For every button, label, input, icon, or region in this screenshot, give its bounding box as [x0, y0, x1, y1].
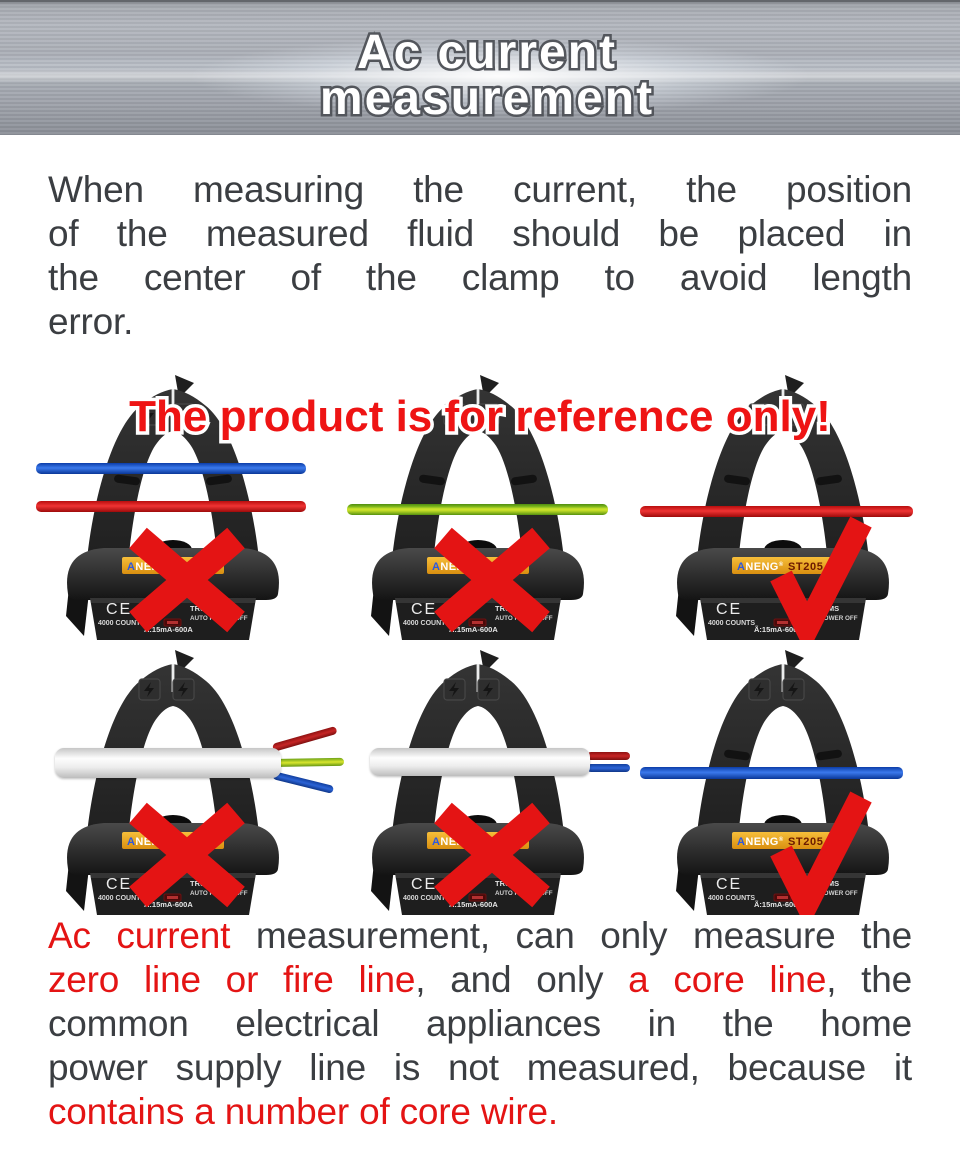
green-yellow-wire	[347, 504, 608, 515]
paragraph-line: of the measured fluid should be placed i…	[48, 213, 912, 254]
true-rms-label: TRUE RMS	[495, 879, 534, 888]
ce-mark: CE	[716, 876, 742, 893]
current-range-label: Ã:15mA-600A	[754, 625, 803, 634]
brand-label: ANENG®	[127, 836, 174, 848]
model-label: ST205	[178, 561, 213, 573]
page-title-line2: measurement	[320, 72, 654, 125]
ce-mark: CE	[106, 601, 132, 618]
brand-label: ANENG®	[737, 836, 784, 848]
banner-title-graphic: Ac current measurement	[317, 24, 654, 128]
model-label: ST205	[788, 836, 823, 848]
panel-single-red-line-correct: ANENG® ST205 CE 4000 COUNTS TRUE RMS AUT…	[640, 370, 940, 640]
counts-label: 4000 COUNTS	[403, 895, 450, 902]
intro-paragraph: When measuring the current, the position…	[48, 168, 912, 344]
white-cable	[370, 748, 590, 776]
paragraph-line: When measuring the current, the position	[48, 169, 912, 210]
counts-label: 4000 COUNTS	[708, 895, 755, 902]
paragraph-line: the center of the clamp to avoid length	[48, 257, 912, 298]
panel-ground-line-wrong: ANENG® ST205 CE 4000 COUNTS TRUE RMS AUT…	[335, 370, 635, 640]
auto-power-off-label: AUTO POWER OFF	[190, 890, 248, 897]
red-wire	[36, 501, 306, 512]
clamp-meter: ANENG® ST205 CE 4000 COUNTS TRUE RMS AUT…	[675, 649, 890, 915]
panel-twocore-cable-wrong: ANENG® ST205 CE 4000 COUNTS TRUE RMS AUT…	[335, 645, 635, 915]
core-blue-wire	[587, 764, 630, 772]
panel-multicore-cable-wrong: ANENG® ST205 CE 4000 COUNTS TRUE RMS AUT…	[30, 645, 345, 915]
current-range-label: Ã:15mA-600A	[449, 625, 498, 634]
auto-power-off-label: AUTO POWER OFF	[800, 615, 858, 622]
brand-label: ANENG®	[737, 561, 784, 573]
counts-label: 4000 COUNTS	[708, 620, 755, 627]
page-title-line1: Ac current	[357, 26, 617, 79]
ce-mark: CE	[716, 601, 742, 618]
ce-mark: CE	[106, 876, 132, 893]
model-label: ST205	[788, 561, 823, 573]
conclusion-paragraph: Ac current measurement, can only measure…	[48, 914, 912, 1134]
brand-label: ANENG®	[432, 561, 479, 573]
auto-power-off-label: AUTO POWER OFF	[190, 615, 248, 622]
ce-mark: CE	[411, 601, 437, 618]
current-range-label: Ã:15mA-600A	[754, 900, 803, 909]
paragraph-line: contains a number of core wire.	[48, 1091, 558, 1132]
current-range-label: Ã:15mA-600A	[144, 900, 193, 909]
paragraph-line: zero line or fire line, and only a core …	[48, 959, 913, 1000]
auto-power-off-label: AUTO POWER OFF	[495, 890, 553, 897]
blue-wire	[36, 463, 306, 474]
reference-warning: The product is for reference only!	[126, 389, 835, 445]
panel-single-blue-line-correct: ANENG® ST205 CE 4000 COUNTS TRUE RMS AUT…	[640, 645, 940, 915]
brand-label: ANENG®	[127, 561, 174, 573]
true-rms-label: TRUE RMS	[190, 604, 229, 613]
true-rms-label: TRUE RMS	[495, 604, 534, 613]
ce-mark: CE	[411, 876, 437, 893]
clamp-meter: ANENG® ST205 CE 4000 COUNTS TRUE RMS AUT…	[370, 649, 585, 915]
current-range-label: Ã:15mA-600A	[449, 900, 498, 909]
core-red-wire	[587, 752, 630, 760]
auto-power-off-label: AUTO POWER OFF	[800, 890, 858, 897]
paragraph-line: Ac current measurement, can only measure…	[48, 915, 912, 956]
counts-label: 4000 COUNTS	[403, 620, 450, 627]
core-green-yellow-wire	[275, 757, 345, 767]
model-label: ST205	[483, 836, 518, 848]
reference-warning-text: The product is for reference only!	[129, 392, 831, 441]
white-cable	[55, 748, 281, 778]
true-rms-label: TRUE RMS	[190, 879, 229, 888]
true-rms-label: TRUE RMS	[800, 604, 839, 613]
paragraph-line: error.	[48, 301, 134, 342]
blue-wire	[640, 767, 903, 779]
title-banner: Ac current measurement	[0, 0, 960, 135]
auto-power-off-label: AUTO POWER OFF	[495, 615, 553, 622]
paragraph-line: power supply line is not measured, becau…	[48, 1047, 912, 1088]
paragraph-line: common electrical appliances in the home	[48, 1003, 912, 1044]
model-label: ST205	[178, 836, 213, 848]
brand-label: ANENG®	[432, 836, 479, 848]
current-range-label: Ã:15mA-600A	[144, 625, 193, 634]
true-rms-label: TRUE RMS	[800, 879, 839, 888]
counts-label: 4000 COUNTS	[98, 895, 145, 902]
model-label: ST205	[483, 561, 518, 573]
red-wire	[640, 506, 913, 517]
counts-label: 4000 COUNTS	[98, 620, 145, 627]
panel-two-lines-wrong: ANENG® ST205 CE 4000 COUNTS TRUE RMS AUT…	[30, 370, 330, 640]
